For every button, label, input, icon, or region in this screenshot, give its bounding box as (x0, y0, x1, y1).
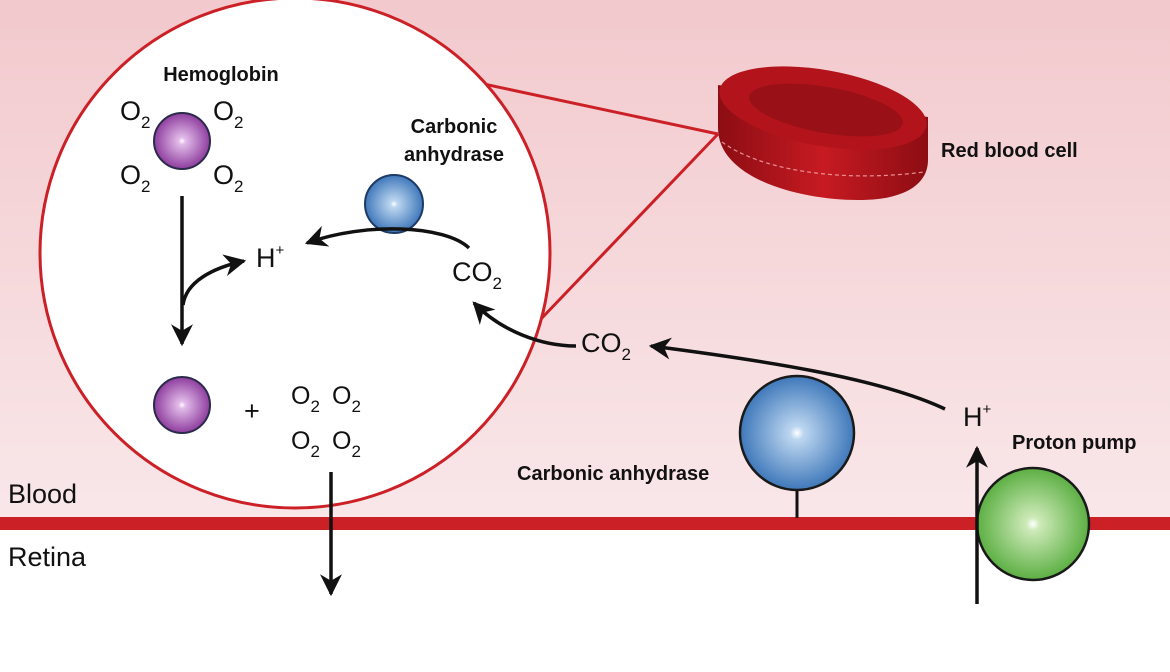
arrow-proton-to-co2 (648, 337, 946, 411)
oxygen-top-right: O2 (213, 96, 243, 132)
hemoglobin-released-icon (153, 376, 211, 434)
co2-outer-label: CO2 (581, 328, 631, 364)
retina-label: Retina (8, 542, 87, 572)
oxygen-bottom-right: O2 (213, 160, 243, 196)
co2-inner-label: CO2 (452, 257, 502, 293)
carbonic-anhydrase-inner-label-line1: Carbonic (411, 116, 498, 138)
proton-pump-icon (975, 466, 1091, 582)
svg-text:O2: O2 (213, 96, 243, 132)
carbonic-anhydrase-label: Carbonic anhydrase (517, 463, 709, 485)
oxygen-released-3: O2 (291, 427, 320, 461)
arrow-proton-binding (181, 254, 247, 306)
svg-text:O2: O2 (120, 96, 150, 132)
blood-retina-membrane (0, 517, 1170, 530)
carbonic-anhydrase-inner-icon (364, 174, 424, 234)
callout-line-top (464, 78, 719, 136)
oxygen-top-left: O2 (120, 96, 150, 132)
hemoglobin-label: Hemoglobin (163, 64, 279, 86)
svg-text:O2: O2 (120, 160, 150, 196)
oxygen-released-2: O2 (332, 382, 361, 416)
carbonic-anhydrase-inner-label-line2: anhydrase (404, 144, 504, 166)
proton-outer-label: H+ (963, 401, 992, 432)
oxygen-released-4: O2 (332, 427, 361, 461)
arrow-co2-into-cell (472, 301, 577, 348)
hemoglobin-molecule-icon (153, 112, 211, 170)
arrow-co2-to-proton (304, 225, 471, 250)
callout-line-bottom (538, 132, 720, 322)
oxygen-bottom-left: O2 (120, 160, 150, 196)
svg-text:O2: O2 (213, 160, 243, 196)
carbonic-anhydrase-icon (738, 374, 856, 492)
proton-pump-label: Proton pump (1012, 432, 1136, 454)
proton-inner-label: H+ (256, 242, 285, 273)
blood-label: Blood (8, 479, 77, 509)
red-blood-cell-icon (718, 66, 928, 201)
plus-sign: + (244, 396, 260, 426)
retina-region (0, 522, 1170, 672)
oxygen-released-1: O2 (291, 382, 320, 416)
red-blood-cell-label: Red blood cell (941, 140, 1078, 162)
